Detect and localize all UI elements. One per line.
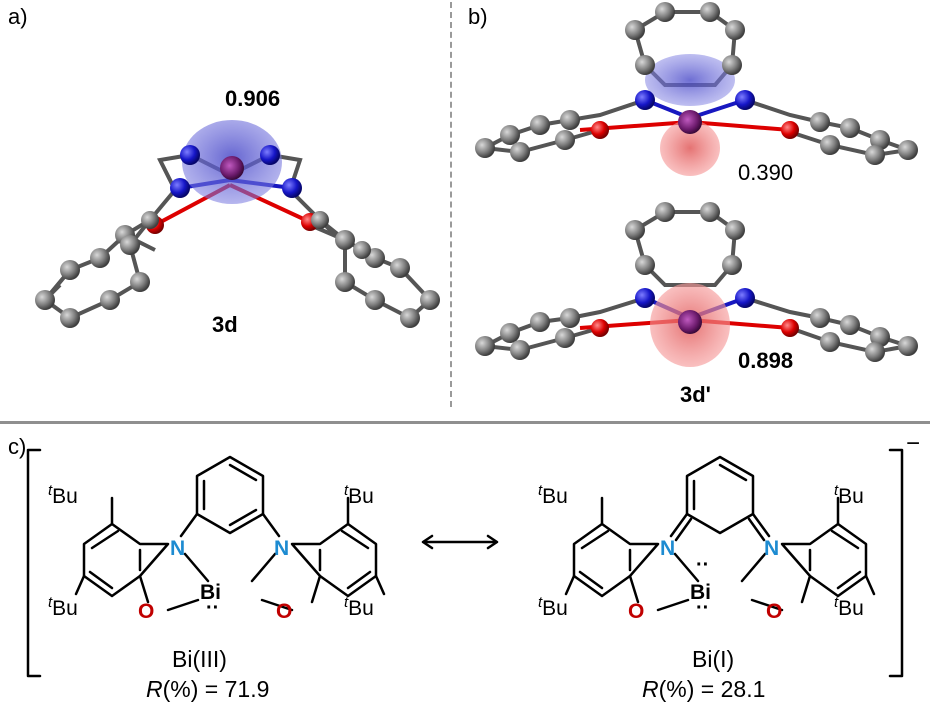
horizontal-divider	[0, 421, 930, 424]
left-bi-lone-pair: ··	[206, 597, 220, 619]
left-bracket	[26, 448, 42, 678]
right-n1-label: N	[660, 537, 676, 560]
left-resonance-weight: R(%) = 71.9	[146, 676, 270, 702]
right-bracket	[888, 448, 904, 678]
right-n2-label: N	[764, 537, 780, 560]
panel-b-molecules	[475, 2, 918, 367]
right-tbu-top-right: tBu	[834, 482, 864, 508]
right-resonance-weight: R(%) = 28.1	[642, 676, 766, 702]
panel-b-bottom-occupancy: 0.898	[738, 348, 794, 373]
panel-c-label: c)	[8, 434, 27, 459]
right-tbu-bottom-right: tBu	[834, 594, 864, 620]
right-o2-label: O	[766, 600, 783, 623]
vertical-divider	[450, 2, 452, 407]
right-bi-top-lone-pair: ··	[696, 554, 710, 576]
right-bi-label: Bi	[690, 581, 711, 604]
panel-a-label: a)	[8, 4, 28, 29]
left-tbu-top-right: tBu	[344, 482, 374, 508]
panel-a-occupancy: 0.906	[225, 86, 281, 111]
panel-b-compound: 3d'	[680, 382, 711, 407]
left-tbu-top-left: tBu	[48, 482, 78, 508]
right-oxidation-state: Bi(I)	[692, 646, 735, 672]
right-tbu-top-left: tBu	[538, 482, 568, 508]
panel-a-molecule	[35, 120, 440, 328]
right-bi-bottom-lone-pair: ··	[696, 597, 710, 619]
left-bi-label: Bi	[200, 581, 221, 604]
left-oxidation-state: Bi(III)	[172, 646, 227, 672]
right-tbu-bottom-left: tBu	[538, 594, 568, 620]
left-tbu-bottom-left: tBu	[48, 594, 78, 620]
left-o1-label: O	[138, 600, 155, 623]
left-o2-label: O	[276, 600, 293, 623]
right-o1-label: O	[628, 600, 645, 623]
left-tbu-bottom-right: tBu	[344, 594, 374, 620]
left-n2-label: N	[274, 537, 290, 560]
anion-charge: −	[906, 430, 921, 457]
panel-a-compound: 3d	[212, 312, 238, 337]
left-n1-label: N	[170, 537, 186, 560]
panel-c-structures	[26, 448, 904, 678]
panel-b-top-occupancy: 0.390	[738, 160, 794, 185]
panel-b-label: b)	[468, 4, 488, 29]
